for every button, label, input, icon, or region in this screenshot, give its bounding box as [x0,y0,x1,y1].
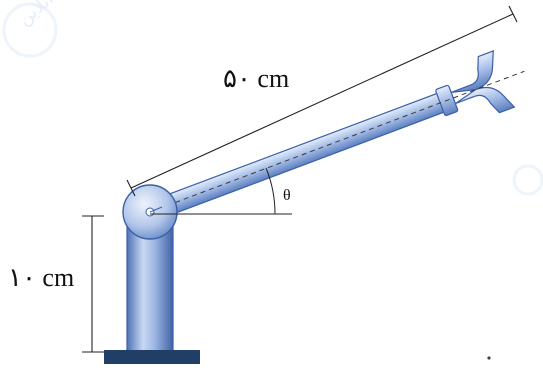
angle-theta-label: θ [283,187,291,204]
base-block [104,350,200,364]
joint-pivot [122,184,178,240]
arm-length-label: ۵۰ cm [223,64,290,93]
arm-length-dimension [126,5,518,197]
corner-dot [487,356,491,360]
base-height-dimension [82,215,104,353]
base-post [126,221,174,355]
arm-tube [145,50,525,223]
watermark-logo [2,2,543,196]
base-height-label: ۱۰ cm [8,263,75,292]
angle-arc [265,167,276,215]
